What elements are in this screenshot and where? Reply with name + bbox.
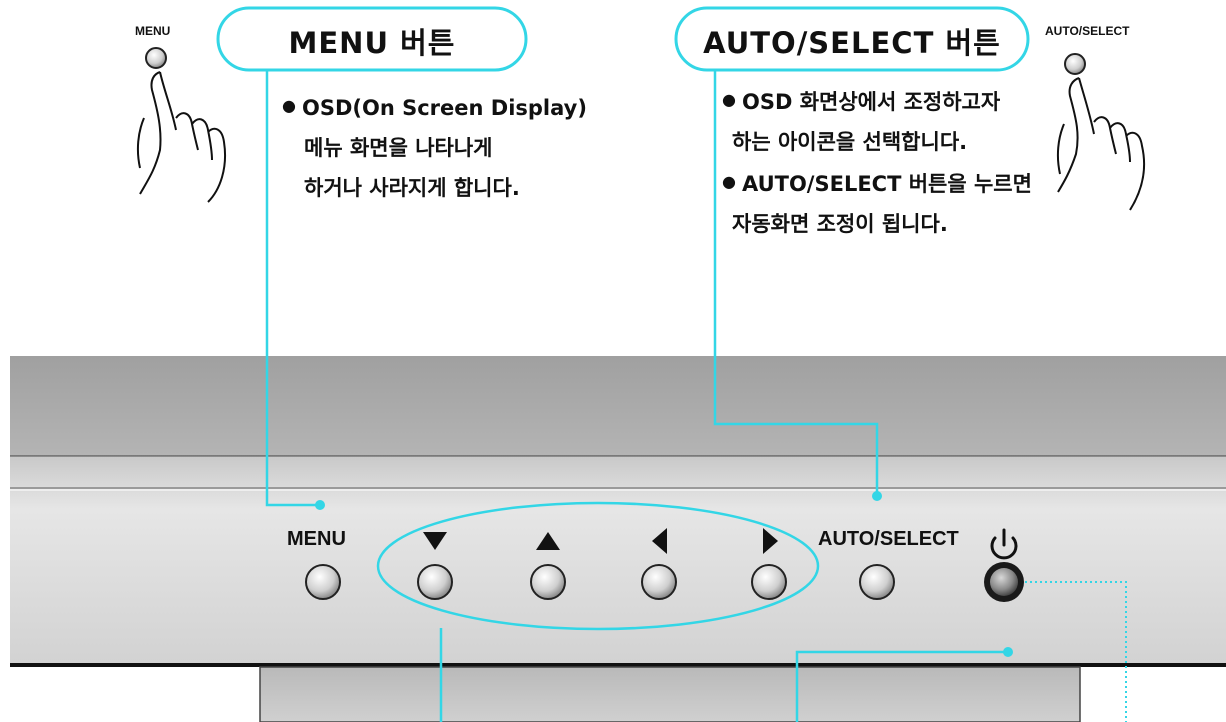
right-button[interactable] xyxy=(750,563,788,601)
arrow-group-ellipse xyxy=(376,501,820,631)
menu-desc-text-1: OSD(On Screen Display) xyxy=(301,96,587,120)
auto-select-callout-pill xyxy=(674,6,1030,72)
connector-lines xyxy=(265,44,1008,722)
bullet-icon: ● xyxy=(722,172,736,191)
menu-button[interactable] xyxy=(304,563,342,601)
auto-desc-text-1: OSD 화면상에서 조정하고자 xyxy=(741,90,1001,114)
bezel-face xyxy=(10,457,1226,665)
pointing-hand-icon-right xyxy=(1056,53,1146,211)
panel-menu-label: MENU xyxy=(287,528,346,550)
up-button-graphic xyxy=(530,564,566,600)
right-arrow-icon xyxy=(763,528,778,554)
bullet-icon: ● xyxy=(282,96,296,115)
right-button-graphic xyxy=(751,564,787,600)
power-icon xyxy=(990,528,1018,560)
menu-desc-line-3: 하거나 사라지게 합니다. xyxy=(304,176,520,200)
menu-desc-line-1: ● OSD(On Screen Display) xyxy=(282,86,587,128)
auto-select-button[interactable] xyxy=(858,563,896,601)
auto-select-callout-title: AUTO/SELECT 버튼 xyxy=(703,26,1001,60)
hand-label-auto-select: AUTO/SELECT xyxy=(1045,24,1130,38)
bezel-top xyxy=(10,356,1226,456)
hand-label-menu: MENU xyxy=(135,24,171,38)
auto-desc-line-4: 자동화면 조정이 됩니다. xyxy=(732,212,948,236)
up-arrow-icon xyxy=(536,532,560,550)
panel-auto-select-label: AUTO/SELECT xyxy=(818,528,959,550)
left-arrow-icon xyxy=(652,528,667,554)
power-button[interactable] xyxy=(983,561,1025,603)
auto-desc-line-1: ● OSD 화면상에서 조정하고자 xyxy=(722,80,1032,122)
menu-callout-title: MENU 버튼 xyxy=(288,26,456,60)
menu-description: ● OSD(On Screen Display) 메뉴 화면을 나타나게 하거나 … xyxy=(282,86,587,208)
auto-select-button-graphic xyxy=(859,564,895,600)
down-button-graphic xyxy=(417,564,453,600)
menu-callout-pill xyxy=(216,6,528,72)
menu-desc-line-2: 메뉴 화면을 나타나게 xyxy=(304,136,493,160)
down-arrow-icon xyxy=(423,532,447,550)
auto-select-description: ● OSD 화면상에서 조정하고자 하는 아이콘을 선택합니다. ● AUTO/SE… xyxy=(722,80,1032,244)
up-button[interactable] xyxy=(529,563,567,601)
pointing-hand-icon-left xyxy=(136,47,226,203)
auto-desc-text-3: AUTO/SELECT 버튼을 누르면 xyxy=(741,172,1032,196)
auto-desc-line-3: ● AUTO/SELECT 버튼을 누르면 xyxy=(722,162,1032,204)
menu-button-graphic xyxy=(305,564,341,600)
monitor-stand xyxy=(259,666,1081,722)
bullet-icon: ● xyxy=(722,90,736,109)
auto-desc-line-2: 하는 아이콘을 선택합니다. xyxy=(732,130,968,154)
left-button-graphic xyxy=(641,564,677,600)
down-button[interactable] xyxy=(416,563,454,601)
power-dotted-line xyxy=(1025,581,1127,722)
power-button-graphic xyxy=(984,562,1024,602)
left-button[interactable] xyxy=(640,563,678,601)
